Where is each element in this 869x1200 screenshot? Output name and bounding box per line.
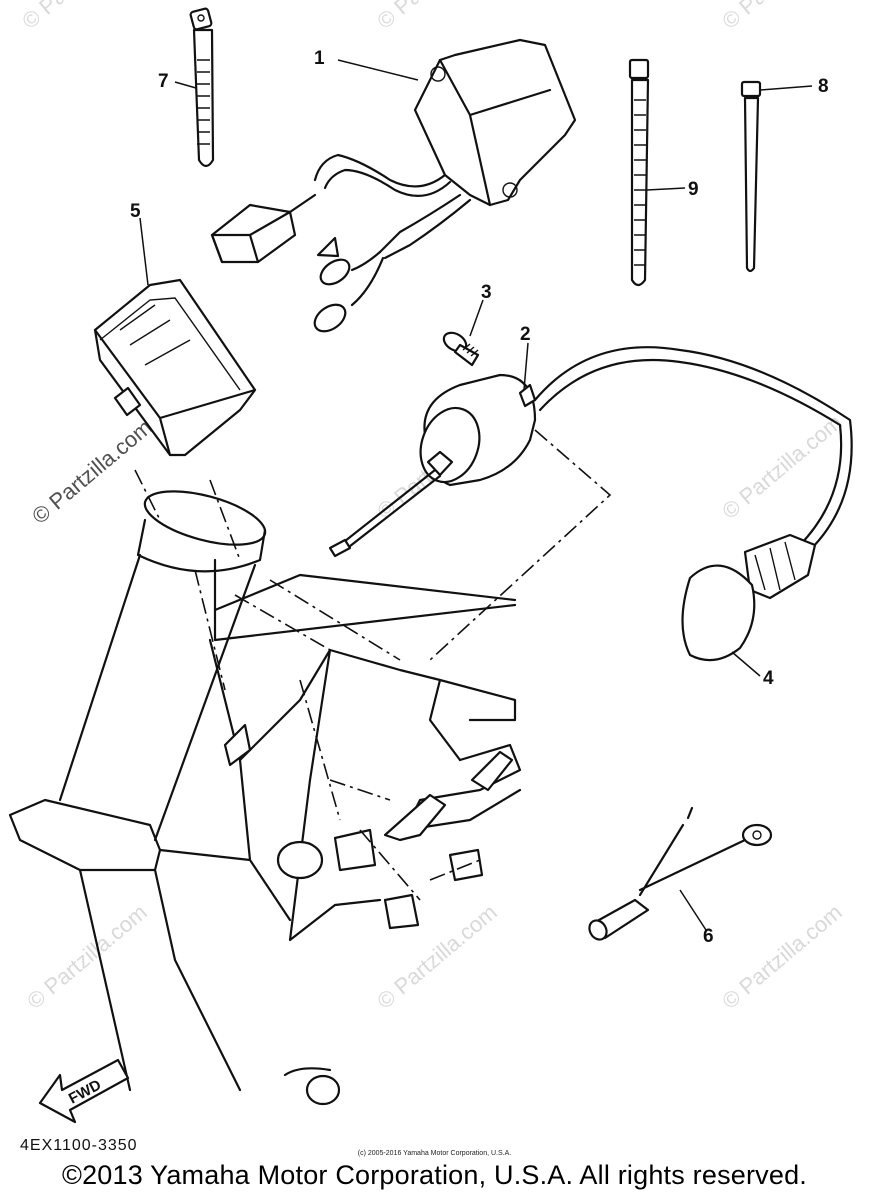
watermarks: © Partzilla.com © Partzilla.com © Partzi… [17, 0, 847, 1014]
part-5-box [93, 217, 257, 457]
small-credit: (c) 2005-2016 Yamaha Motor Corporation, … [357, 1150, 512, 1157]
watermark-text: © Partzilla.com [17, 0, 147, 34]
callout-9: 9 [688, 179, 699, 200]
callout-3: 3 [481, 282, 492, 303]
part-2-switch [328, 342, 853, 661]
diagram-code: 4EX1100-3350 [20, 1137, 138, 1154]
part-9-cable-tie [628, 58, 686, 287]
watermark-text: © Partzilla.com [22, 899, 152, 1013]
callout-labels: 1 2 3 4 5 6 7 8 9 [130, 48, 829, 947]
part-3-screw [442, 299, 484, 367]
callout-6: 6 [703, 926, 714, 947]
callout-1: 1 [314, 48, 325, 69]
part-1-cdi-unit [210, 38, 577, 333]
part-8-cable-tie [740, 80, 813, 273]
callout-4: 4 [763, 668, 774, 689]
watermark-text: © Partzilla.com [717, 0, 847, 34]
watermark-text: © Partzilla.com [372, 0, 502, 34]
part-4-knob [681, 533, 817, 677]
copyright-notice: ©2013 Yamaha Motor Corporation, U.S.A. A… [61, 1160, 808, 1190]
watermark-text: © Partzilla.com [717, 899, 847, 1013]
watermark-text: © Partzilla.com [27, 414, 157, 528]
part-6-lead-wire [588, 806, 773, 941]
callout-5: 5 [130, 201, 141, 222]
fwd-arrow: FWD [38, 1058, 130, 1124]
frame-assembly [8, 469, 522, 1106]
callout-2: 2 [520, 324, 531, 345]
callout-8: 8 [818, 76, 829, 97]
part-7-cable-tie [174, 7, 215, 168]
callout-7: 7 [158, 71, 169, 92]
